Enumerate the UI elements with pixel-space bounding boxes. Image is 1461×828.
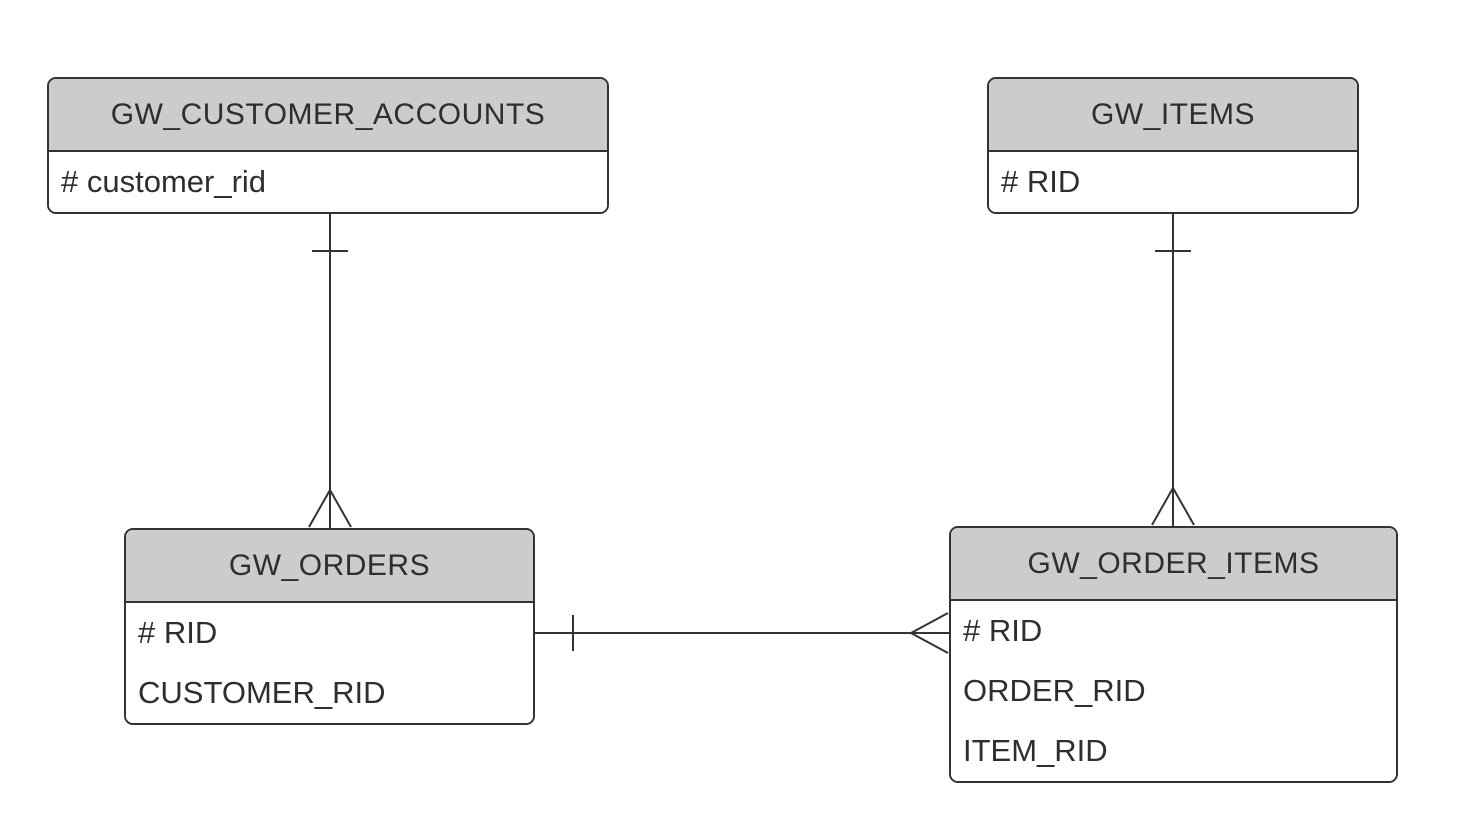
crows-foot-top-leg [910,612,949,634]
entity-column: ORDER_RID [951,661,1396,721]
entity-title: GW_ITEMS [989,79,1357,152]
entity-column: # RID [989,152,1357,212]
crows-foot-left-leg [308,489,331,528]
relationship-customer-accounts-orders [308,212,352,528]
entity-column: # RID [951,601,1396,661]
entity-title: GW_ORDERS [126,530,533,603]
crows-foot-left-leg [1151,487,1174,526]
entity-title: GW_ORDER_ITEMS [951,528,1396,601]
relationship-orders-order-items [535,612,949,654]
crows-foot-bottom-leg [910,632,949,654]
entity-column: # customer_rid [49,152,607,212]
crows-foot-right-leg [329,489,352,528]
entity-gw-orders: GW_ORDERS # RID CUSTOMER_RID [124,528,535,725]
entity-column: CUSTOMER_RID [126,663,533,723]
entity-gw-customer-accounts: GW_CUSTOMER_ACCOUNTS # customer_rid [47,77,609,214]
entity-column: # RID [126,603,533,663]
entity-column: ITEM_RID [951,721,1396,781]
entity-gw-order-items: GW_ORDER_ITEMS # RID ORDER_RID ITEM_RID [949,526,1398,783]
entity-title: GW_CUSTOMER_ACCOUNTS [49,79,607,152]
crows-foot-right-leg [1172,487,1195,526]
entity-gw-items: GW_ITEMS # RID [987,77,1359,214]
relationship-items-order-items [1151,212,1195,526]
